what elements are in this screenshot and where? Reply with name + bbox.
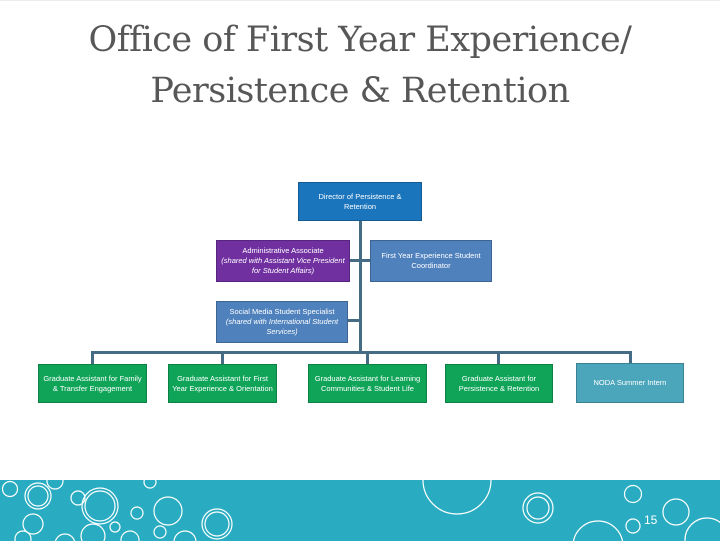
org-box-admin-associate-label: Administrative Associate bbox=[242, 246, 324, 256]
org-box-ga-fye-orientation-label: Graduate Assistant for First Year Experi… bbox=[172, 373, 273, 393]
slide-title-line1: Office of First Year Experience/ bbox=[88, 20, 632, 60]
slide-title-line2: Persistence & Retention bbox=[150, 70, 570, 111]
org-box-noda-summer-intern-label: NODA Summer Intern bbox=[593, 378, 667, 388]
slide-title: Office of First Year Experience/ Persist… bbox=[0, 15, 720, 117]
org-box-ga-family-transfer: Graduate Assistant for Family & Transfer… bbox=[38, 364, 147, 403]
org-box-ga-learning-communities: Graduate Assistant for Learning Communit… bbox=[308, 364, 427, 403]
connector-drop-3 bbox=[366, 354, 369, 364]
org-box-social-media-specialist: Social Media Student Specialist (shared … bbox=[216, 301, 348, 343]
connector-drop-4 bbox=[497, 354, 500, 364]
org-box-ga-fye-orientation: Graduate Assistant for First Year Experi… bbox=[168, 364, 277, 403]
bubbles-graphic bbox=[1, 480, 720, 541]
connector-line-social bbox=[348, 319, 360, 322]
connector-drop-5 bbox=[629, 354, 632, 364]
connector-line-admin bbox=[350, 259, 370, 262]
org-box-ga-family-transfer-label: Graduate Assistant for Family & Transfer… bbox=[43, 373, 142, 393]
decorative-bubbles-band: 15 bbox=[0, 480, 720, 541]
connector-drop-1 bbox=[91, 354, 94, 364]
org-box-fye-coordinator-label: First Year Experience Student Coordinato… bbox=[381, 251, 481, 270]
org-box-admin-associate: Administrative Associate (shared with As… bbox=[216, 240, 350, 282]
connector-line-stem bbox=[359, 221, 362, 353]
org-box-ga-learning-communities-label: Graduate Assistant for Learning Communit… bbox=[314, 373, 421, 393]
org-box-director: Director of Persistence & Retention bbox=[298, 182, 422, 221]
org-box-social-media-specialist-note: (shared with International Student Servi… bbox=[225, 317, 339, 336]
org-box-noda-summer-intern: NODA Summer Intern bbox=[576, 363, 684, 403]
page-number: 15 bbox=[644, 513, 658, 527]
org-box-social-media-specialist-label: Social Media Student Specialist bbox=[229, 307, 335, 317]
org-box-admin-associate-note: (shared with Assistant Vice President fo… bbox=[221, 256, 345, 275]
connector-drop-2 bbox=[221, 354, 224, 364]
connector-line-horizontal bbox=[91, 351, 632, 354]
org-box-ga-persistence-retention: Graduate Assistant for Persistence & Ret… bbox=[445, 364, 553, 403]
org-box-fye-coordinator: First Year Experience Student Coordinato… bbox=[370, 240, 492, 282]
org-box-director-label: Director of Persistence & Retention bbox=[318, 191, 402, 211]
org-box-ga-persistence-retention-label: Graduate Assistant for Persistence & Ret… bbox=[458, 373, 540, 393]
